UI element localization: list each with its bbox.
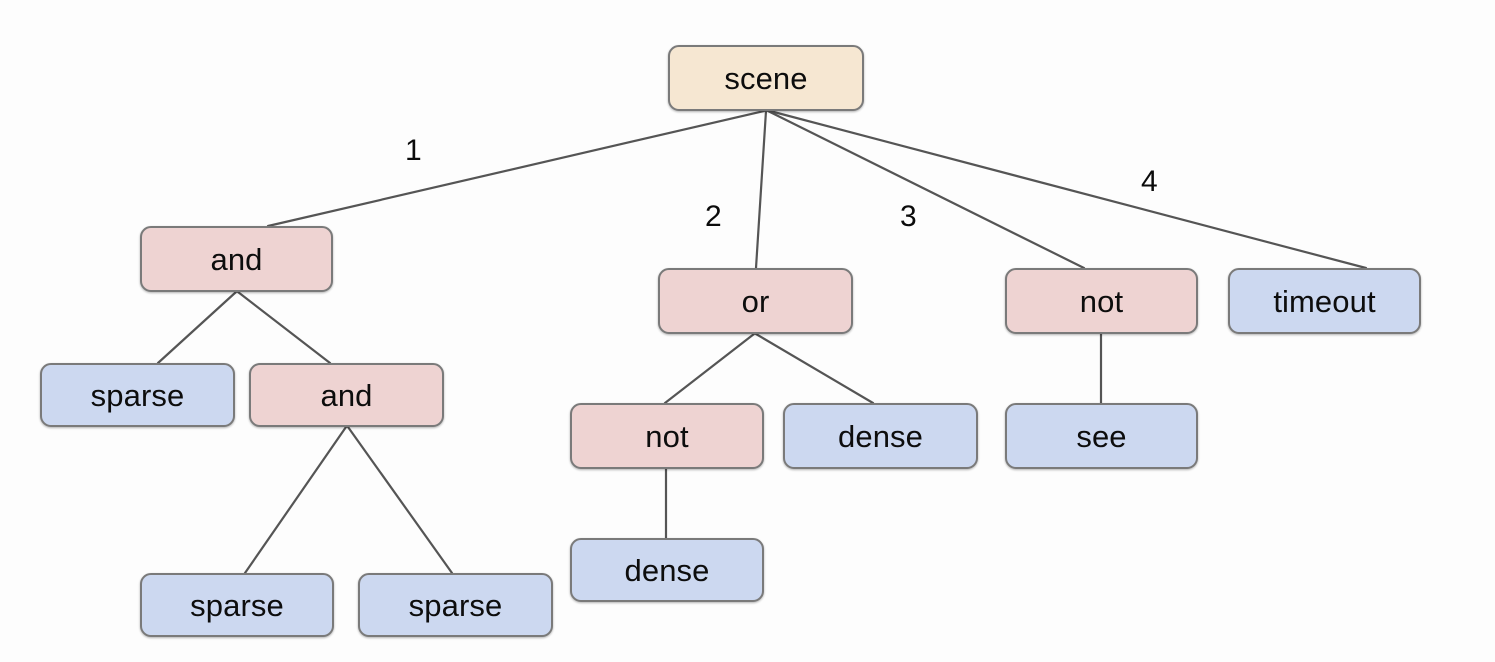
tree-edge (243, 425, 348, 575)
tree-node-label: scene (724, 60, 808, 96)
tree-edge (754, 109, 768, 270)
tree-node-label: not (1079, 283, 1124, 319)
tree-node-and2[interactable]: and (249, 363, 444, 427)
tree-node-label: sparse (190, 587, 284, 623)
edge-label-4: 4 (1141, 165, 1158, 198)
tree-node-label: timeout (1273, 283, 1376, 319)
tree-node-timeout1[interactable]: timeout (1228, 268, 1421, 334)
tree-node-sparse2[interactable]: sparse (140, 573, 334, 637)
tree-edge (236, 290, 332, 365)
tree-edge (266, 109, 766, 228)
edge-label-1: 1 (405, 134, 422, 167)
tree-node-label: not (645, 418, 689, 454)
tree-edge (754, 332, 875, 405)
tree-node-sparse3[interactable]: sparse (358, 573, 553, 637)
tree-edge (346, 425, 454, 575)
tree-node-see1[interactable]: see (1005, 403, 1198, 469)
tree-node-dense1[interactable]: dense (783, 403, 978, 469)
tree-node-label: sparse (90, 377, 185, 413)
edge-label-3: 3 (900, 200, 917, 233)
tree-edge (663, 332, 756, 405)
tree-node-scene[interactable]: scene (668, 45, 864, 111)
tree-node-not1[interactable]: not (1005, 268, 1198, 334)
tree-node-label: dense (838, 418, 923, 454)
tree-node-label: and (320, 377, 373, 413)
tree-node-label: dense (624, 552, 710, 588)
tree-node-label: see (1076, 418, 1127, 454)
tree-node-not2[interactable]: not (570, 403, 764, 469)
tree-node-label: and (210, 241, 263, 277)
tree-edge (156, 290, 238, 365)
tree-node-or1[interactable]: or (658, 268, 853, 334)
tree-edge (768, 109, 1368, 270)
tree-node-label: sparse (408, 587, 503, 623)
tree-node-dense2[interactable]: dense (570, 538, 764, 602)
tree-node-sparse1[interactable]: sparse (40, 363, 235, 427)
tree-node-and1[interactable]: and (140, 226, 333, 292)
edge-label-2: 2 (705, 200, 722, 233)
tree-edge (766, 109, 1086, 270)
tree-node-label: or (741, 283, 770, 319)
